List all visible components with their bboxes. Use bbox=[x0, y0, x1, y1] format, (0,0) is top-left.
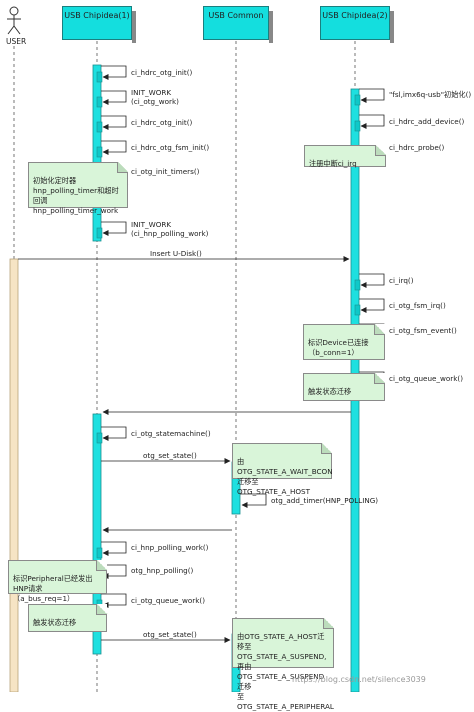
msg-otg-statemachine: ci_otg_statemachine() bbox=[131, 429, 211, 438]
msg-add-timer: otg_add_timer(HNP_POLLING) bbox=[271, 496, 378, 505]
note-trigger-transition-1: 触发状态迁移 bbox=[303, 373, 385, 401]
msg-hnp-polling-work: ci_hnp_polling_work() bbox=[131, 543, 209, 552]
msg-ci-irq: ci_irq() bbox=[389, 276, 414, 285]
self-call-hnp-polling bbox=[101, 564, 127, 579]
msg-ci-otg-work: (ci_otg_work) bbox=[131, 97, 179, 106]
msg-hdrc-otg-init: ci_hdrc_otg_init() bbox=[131, 68, 193, 77]
note-register-irq: 注册中断ci_irq bbox=[304, 145, 386, 168]
msg-otg-hnp-polling: otg_hnp_polling() bbox=[131, 566, 194, 575]
self-call-ci-irq bbox=[359, 273, 385, 288]
self-call-init-work-2 bbox=[101, 221, 127, 236]
msg-otg-set-state-2: otg_set_state() bbox=[143, 630, 197, 639]
note-register-irq-text: 注册中断ci_irq bbox=[309, 159, 357, 168]
msg-otg-queue-work-2: ci_otg_queue_work() bbox=[131, 596, 205, 605]
msg-otg-init-timers: ci_otg_init_timers() bbox=[131, 167, 200, 176]
msg-otg-fsm-irq: ci_otg_fsm_irq() bbox=[389, 301, 446, 310]
self-calls bbox=[101, 65, 385, 608]
msg-otg-set-state: otg_set_state() bbox=[143, 451, 197, 460]
msg-otg-fsm-event: ci_otg_fsm_event() bbox=[389, 326, 457, 335]
activation-user bbox=[9, 258, 19, 692]
msg-hdrc-otg-init-2: ci_hdrc_otg_init() bbox=[131, 118, 193, 127]
msg-hdrc-otg-fsm-init: ci_hdrc_otg_fsm_init() bbox=[131, 143, 209, 152]
self-call-fsm-init bbox=[101, 140, 127, 155]
self-call-init-work bbox=[101, 90, 127, 105]
msg-otg-queue-work: ci_otg_queue_work() bbox=[389, 374, 463, 383]
note-init-timers-text: 初始化定时器 hnp_polling_timer和超时回调 hnp_pollin… bbox=[33, 176, 119, 215]
note-trigger-transition-1-text: 触发状态迁移 bbox=[308, 387, 352, 396]
activation-chipidea1-sm bbox=[92, 413, 102, 655]
note-device-connected-text: 标识Device已连接 （b_conn=1） bbox=[308, 338, 369, 357]
msg-add-device: ci_hdrc_add_device() bbox=[389, 117, 465, 126]
header-chipidea1[interactable]: USB Chipidea(1) bbox=[62, 6, 136, 43]
note-device-connected: 标识Device已连接 （b_conn=1） bbox=[303, 324, 385, 360]
self-call-add-timer bbox=[240, 493, 267, 508]
self-call-statemachine bbox=[101, 426, 127, 441]
note-host-to-peripheral: 由OTG_STATE_A_HOST迁移至 OTG_STATE_A_SUSPEND… bbox=[232, 618, 334, 711]
note-wait-bcon-to-host: 由OTG_STATE_A_WAIT_BCON 迁移至OTG_STATE_A_HO… bbox=[232, 443, 333, 496]
note-trigger-transition-2: 触发状态迁移 bbox=[28, 604, 107, 632]
user-actor-label: USER bbox=[6, 37, 27, 46]
note-host-to-peripheral-text: 由OTG_STATE_A_HOST迁移至 OTG_STATE_A_SUSPEND… bbox=[237, 632, 334, 711]
note-hnp-request: 标识Peripheral已经发出 HNP请求（a_bus_req=1） bbox=[8, 560, 107, 603]
user-actor-icon bbox=[7, 6, 21, 35]
message-labels: ci_hdrc_otg_init() INIT_WORK (ci_otg_wor… bbox=[131, 68, 471, 639]
self-call-fsm-irq bbox=[359, 298, 385, 313]
self-call-otg-init bbox=[101, 65, 127, 80]
msg-init-work-2: INIT_WORK bbox=[131, 220, 171, 229]
header-usb-common[interactable]: USB Common bbox=[203, 6, 273, 43]
self-call-otg-init-2 bbox=[101, 115, 127, 130]
msg-hnp-polling-work-init: (ci_hnp_polling_work) bbox=[131, 229, 209, 238]
self-call-imx6q-init bbox=[359, 88, 385, 103]
self-call-queue-work-2 bbox=[101, 593, 127, 608]
msg-init-work: INIT_WORK bbox=[131, 88, 171, 97]
header-chipidea2[interactable]: USB Chipidea(2) bbox=[320, 6, 394, 43]
self-call-hnp-polling-work bbox=[101, 541, 127, 556]
msg-hdrc-probe: ci_hdrc_probe() bbox=[389, 143, 445, 152]
messages bbox=[18, 151, 385, 643]
watermark-url: https://blog.csdn.net/silence3039 bbox=[292, 675, 426, 684]
note-wait-bcon-to-host-text: 由OTG_STATE_A_WAIT_BCON 迁移至OTG_STATE_A_HO… bbox=[237, 457, 333, 496]
msg-insert-udisk: Insert U-Disk() bbox=[150, 249, 202, 258]
note-hnp-request-text: 标识Peripheral已经发出 HNP请求（a_bus_req=1） bbox=[13, 574, 93, 603]
note-trigger-transition-2-text: 触发状态迁移 bbox=[33, 618, 77, 627]
self-call-add-device bbox=[359, 114, 385, 129]
note-init-timers: 初始化定时器 hnp_polling_timer和超时回调 hnp_pollin… bbox=[28, 162, 128, 215]
msg-imx6q-init: "fsl,imx6q-usb"初始化() bbox=[389, 90, 471, 99]
